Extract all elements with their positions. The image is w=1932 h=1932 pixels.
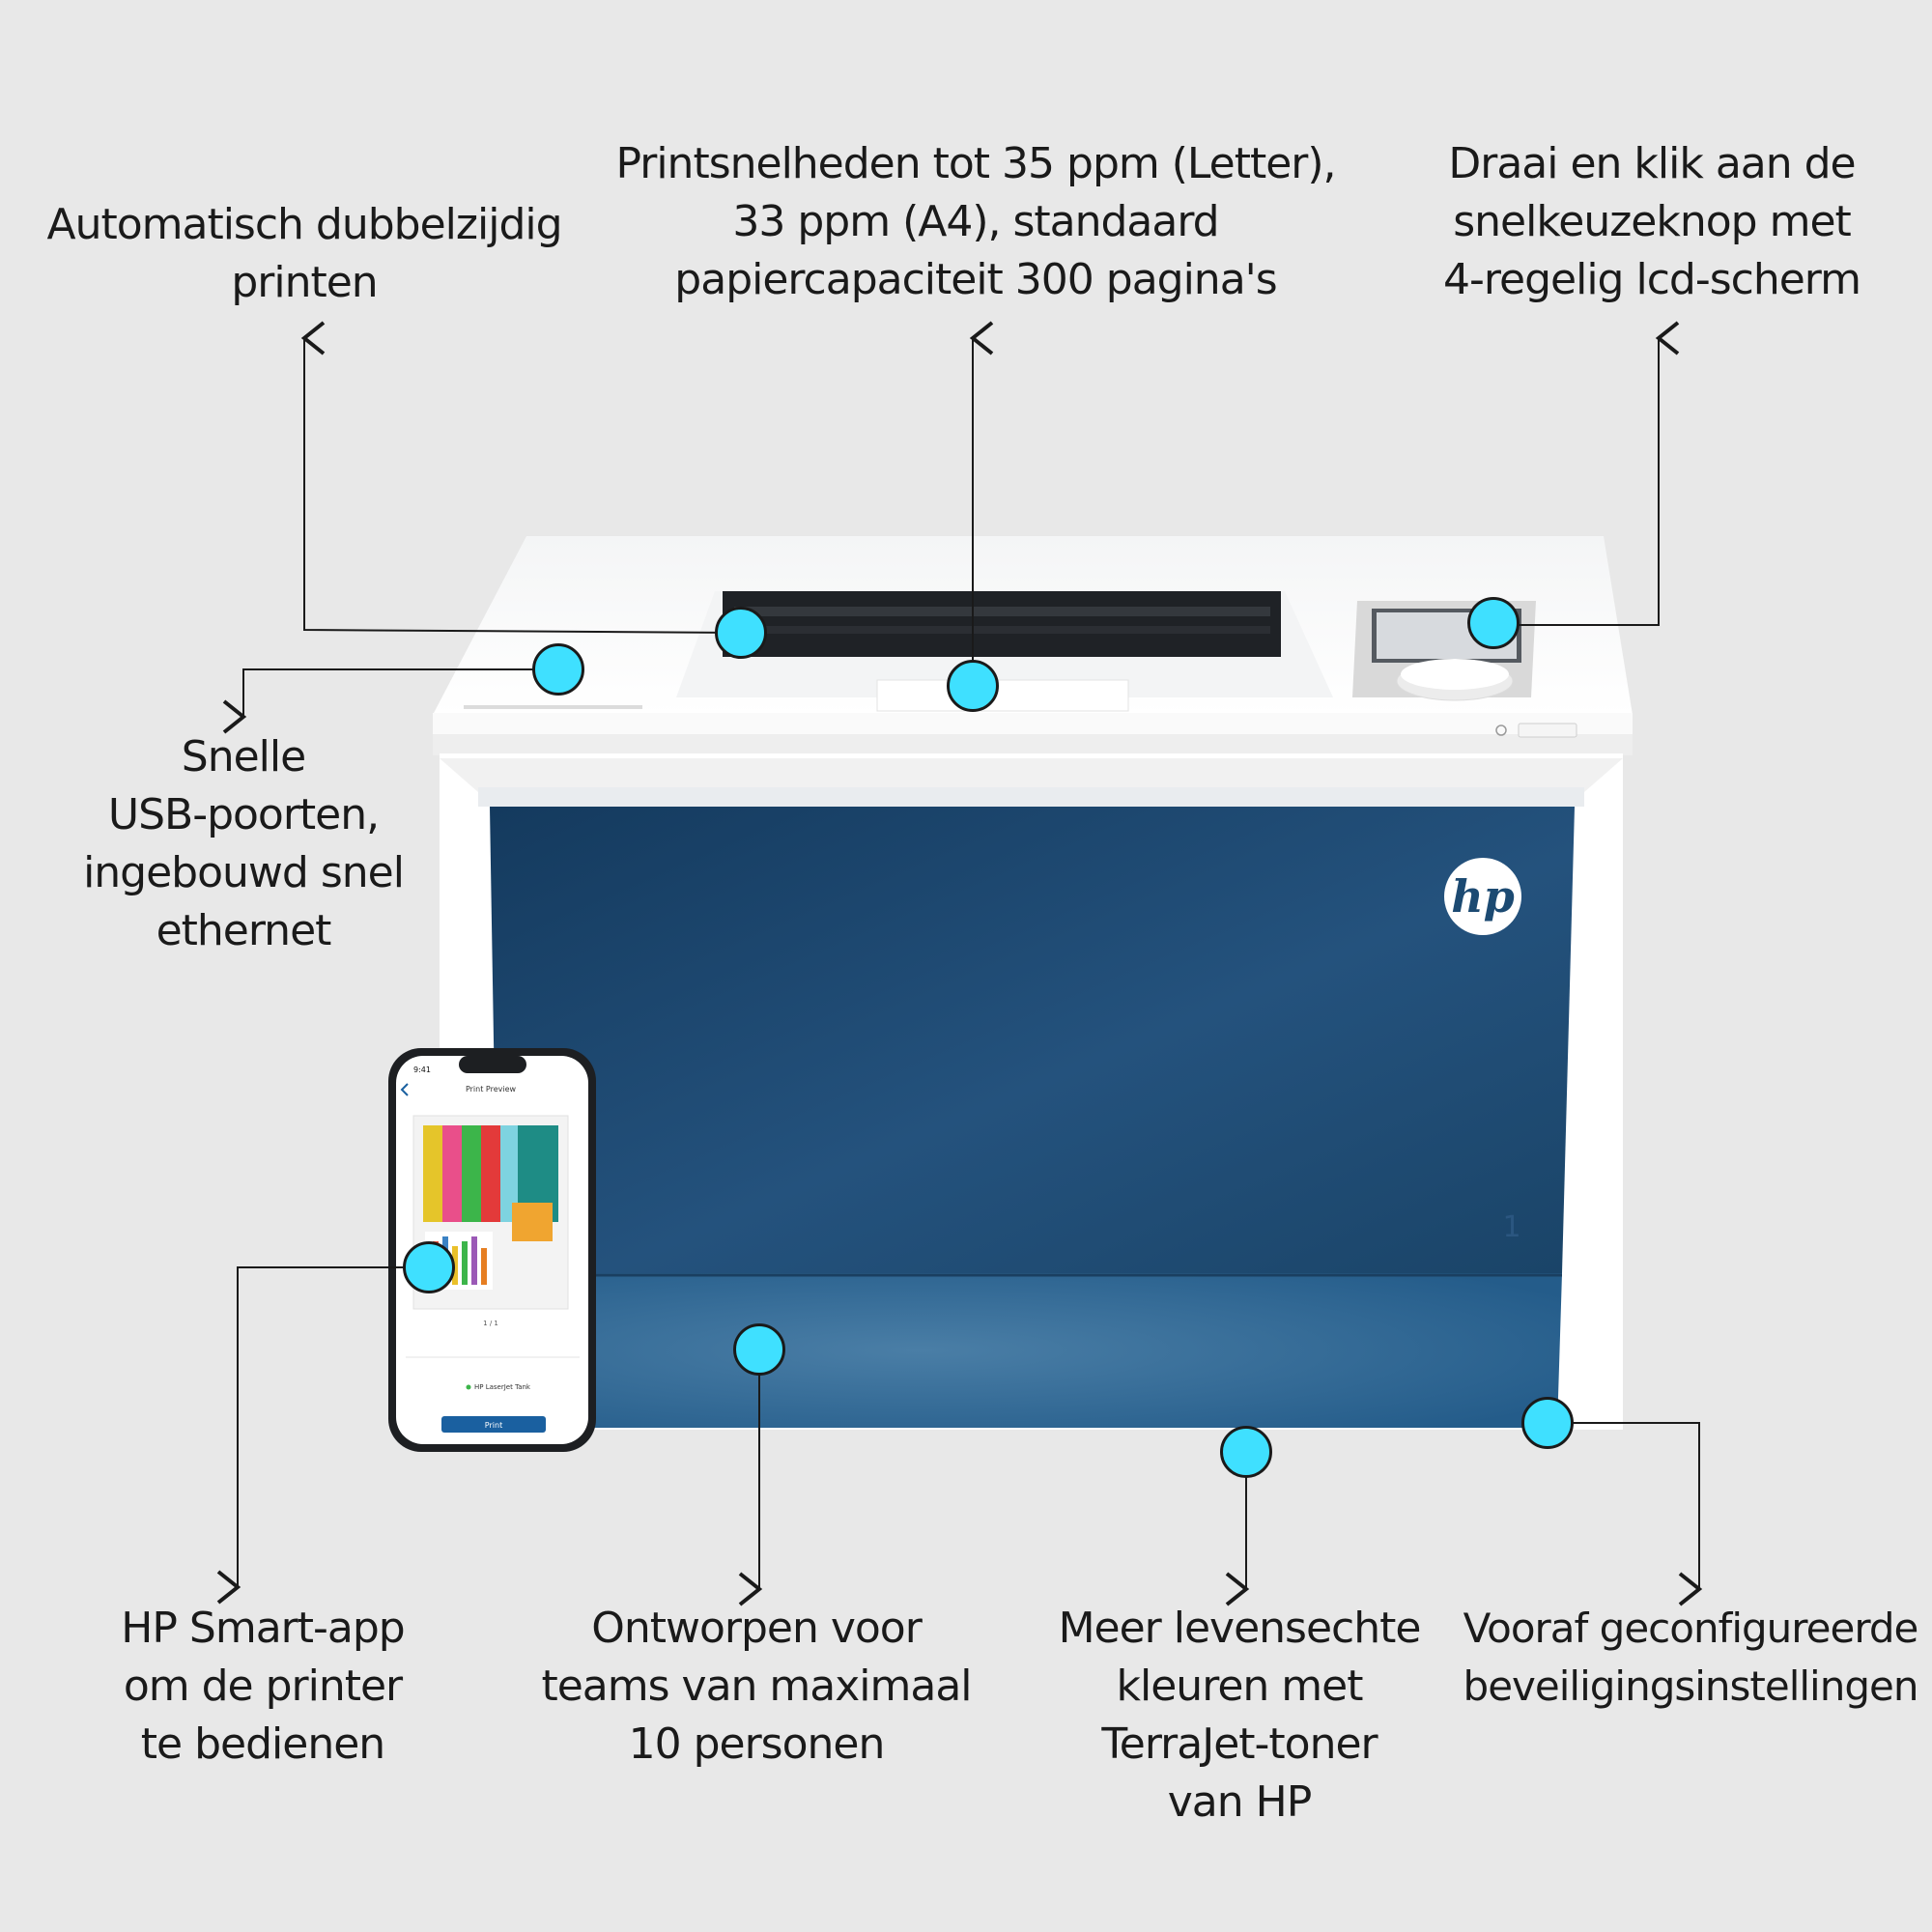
hp-logo-icon [1444, 858, 1521, 935]
hotspot-duplex[interactable] [715, 607, 767, 659]
hotspot-teams[interactable] [733, 1323, 785, 1376]
svg-text:1: 1 [1502, 1210, 1520, 1244]
svg-text:HP LaserJet Tank: HP LaserJet Tank [474, 1383, 531, 1391]
hotspot-toner[interactable] [1220, 1426, 1272, 1478]
hotspot-security[interactable] [1521, 1397, 1574, 1449]
phone-print-button [441, 1416, 546, 1433]
callout-speed: Printsnelheden tot 35 ppm (Letter),33 pp… [615, 139, 1336, 304]
hotspot-smart-app[interactable] [403, 1241, 455, 1293]
smartphone: 9:41 Print Preview 1 / 1 HP LaserJet Tan… [388, 1048, 596, 1452]
svg-text:1 / 1: 1 / 1 [483, 1320, 498, 1327]
hotspot-usb-ethernet[interactable] [532, 643, 584, 696]
svg-text:9:41: 9:41 [413, 1065, 431, 1074]
hotspot-control-panel[interactable] [1467, 597, 1520, 649]
svg-text:hp: hp [1451, 870, 1515, 923]
svg-text:Print: Print [485, 1421, 502, 1430]
hotspot-speed[interactable] [947, 660, 999, 712]
svg-text:Print Preview: Print Preview [466, 1085, 517, 1094]
